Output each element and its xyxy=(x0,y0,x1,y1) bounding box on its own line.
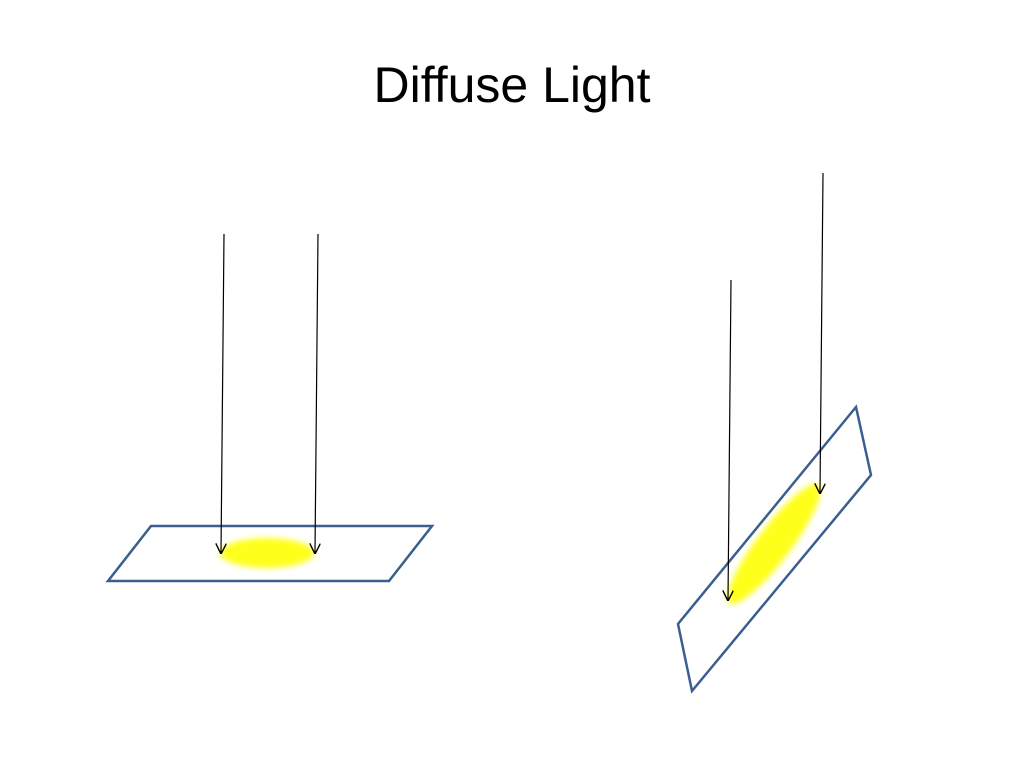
tilted-light-spot xyxy=(727,484,821,604)
flat-surface-group xyxy=(105,233,435,583)
tilted-surface xyxy=(676,404,873,694)
flat-light-ray-right xyxy=(315,233,318,553)
flat-surface xyxy=(105,524,435,583)
tilted-light-ray-left xyxy=(728,279,731,600)
flat-light-ray-left xyxy=(221,233,224,553)
flat-light-spot xyxy=(220,538,314,568)
tilted-surface-group xyxy=(676,172,873,694)
slide-title: Diffuse Light xyxy=(373,57,651,113)
tilted-light-ray-right xyxy=(820,172,823,493)
